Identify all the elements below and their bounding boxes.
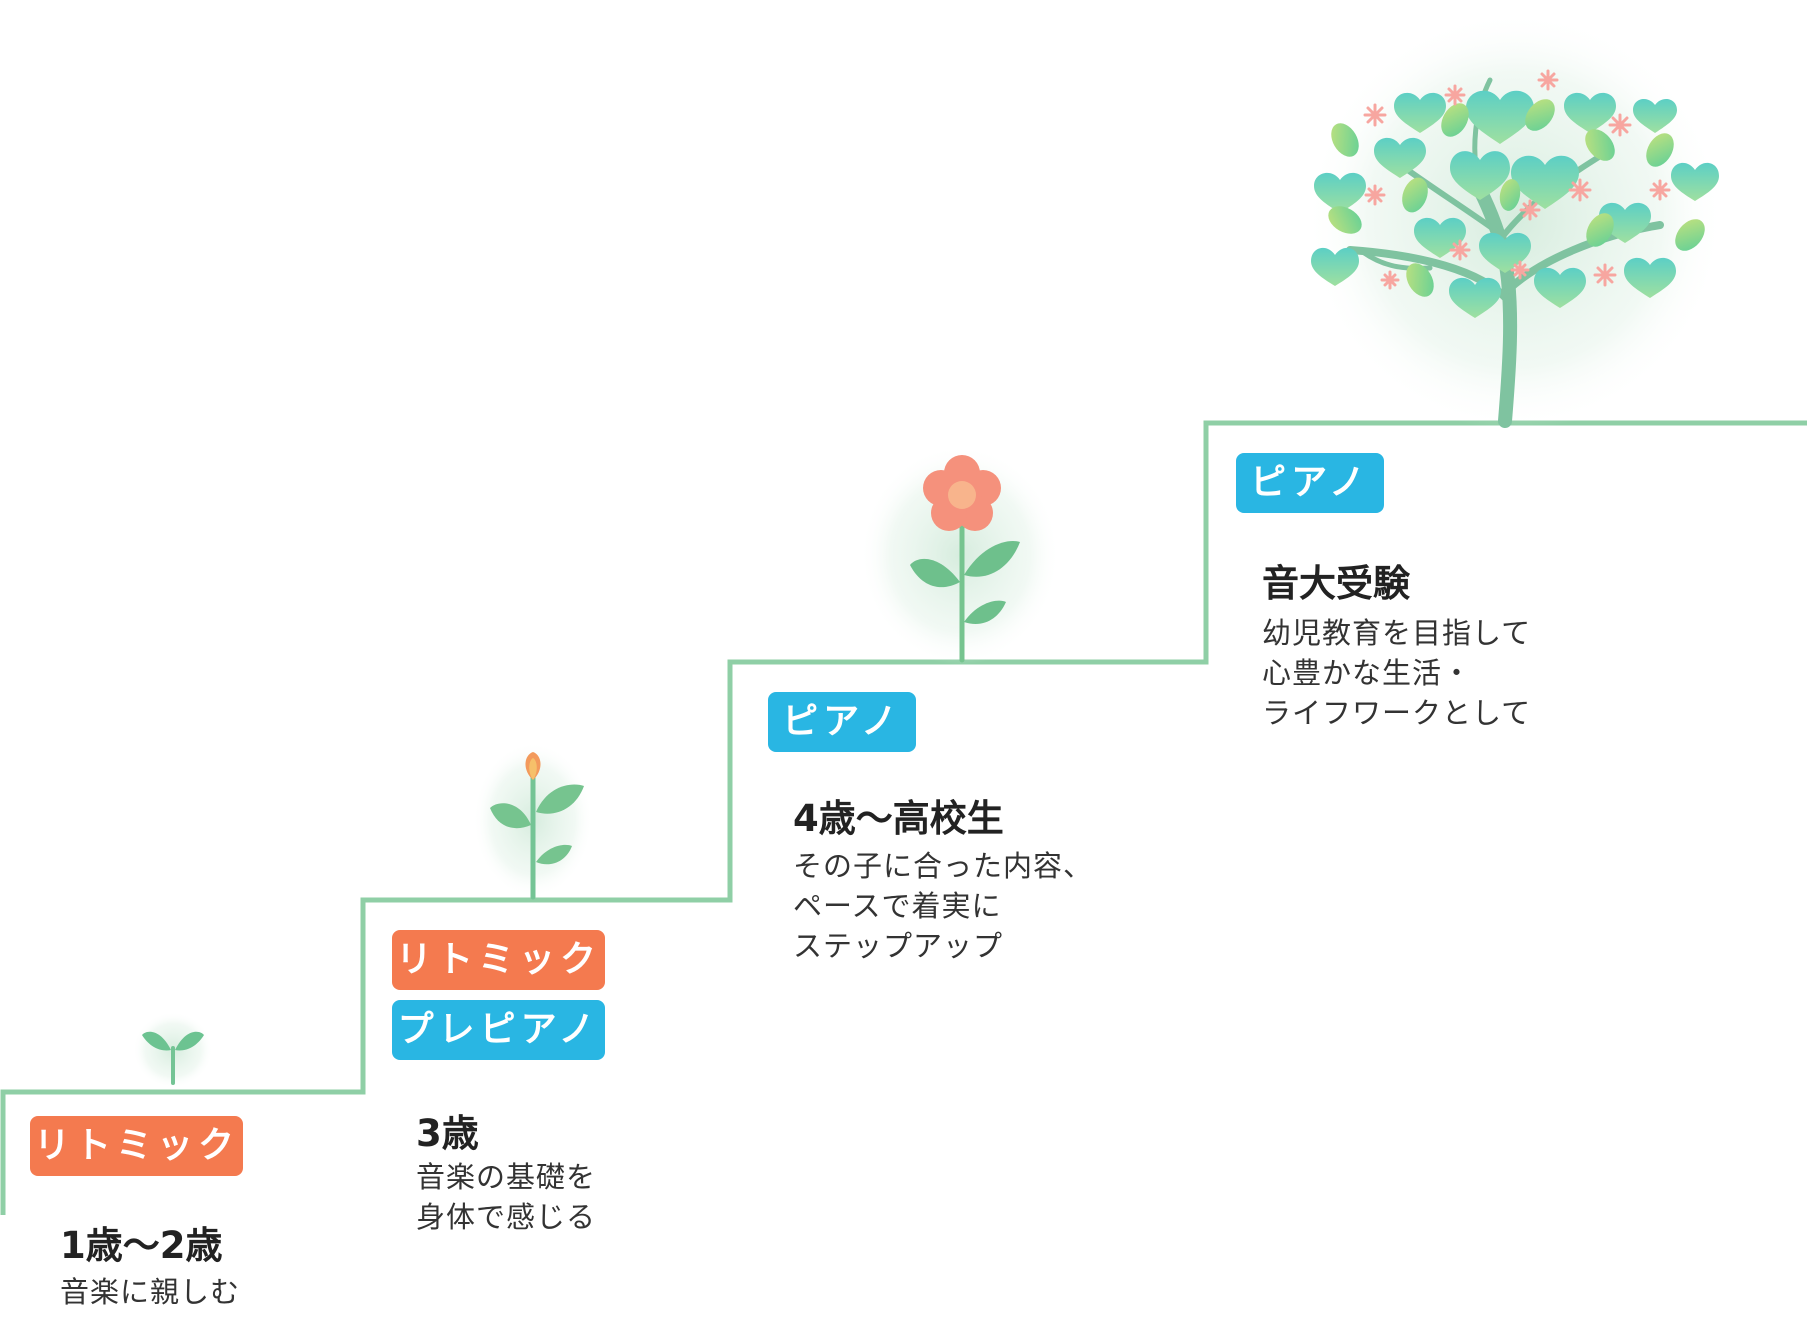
step-age: 4歳〜高校生 — [793, 797, 1004, 840]
description-line: 心豊かな生活・ — [1262, 656, 1473, 690]
description-line: ライフワークとして — [1262, 696, 1532, 730]
step-description: その子に合った内容、 ペースで着実に ステップアップ — [793, 846, 1093, 966]
description-line: 音楽の基礎を — [416, 1160, 597, 1194]
description-line: ステップアップ — [793, 929, 1004, 963]
step-description: 音楽に親しむ — [60, 1272, 240, 1312]
bud-plant-icon — [473, 742, 593, 900]
step-description: 音楽の基礎を 身体で感じる — [416, 1157, 596, 1237]
heart-tree-icon — [1305, 10, 1725, 430]
description-line: その子に合った内容、 — [793, 849, 1094, 883]
badge-rhythmic: リトミック — [392, 930, 605, 990]
badge-rhythmic: リトミック — [30, 1116, 243, 1176]
step-age: 音大受験 — [1262, 562, 1410, 605]
step-age: 3歳 — [416, 1112, 479, 1155]
step-age: 1歳〜2歳 — [60, 1224, 223, 1267]
description-line: 音楽に親しむ — [60, 1275, 241, 1309]
flower-icon — [860, 445, 1060, 665]
description-line: 幼児教育を目指して — [1262, 616, 1532, 650]
description-line: ペースで着実に — [793, 889, 1002, 923]
sprout-icon — [133, 1012, 213, 1088]
badge-piano: ピアノ — [1236, 453, 1384, 513]
step-description: 幼児教育を目指して 心豊かな生活・ ライフワークとして — [1262, 613, 1531, 733]
badge-pre-piano: プレピアノ — [392, 1000, 605, 1060]
badge-piano: ピアノ — [768, 692, 916, 752]
description-line: 身体で感じる — [416, 1200, 597, 1234]
